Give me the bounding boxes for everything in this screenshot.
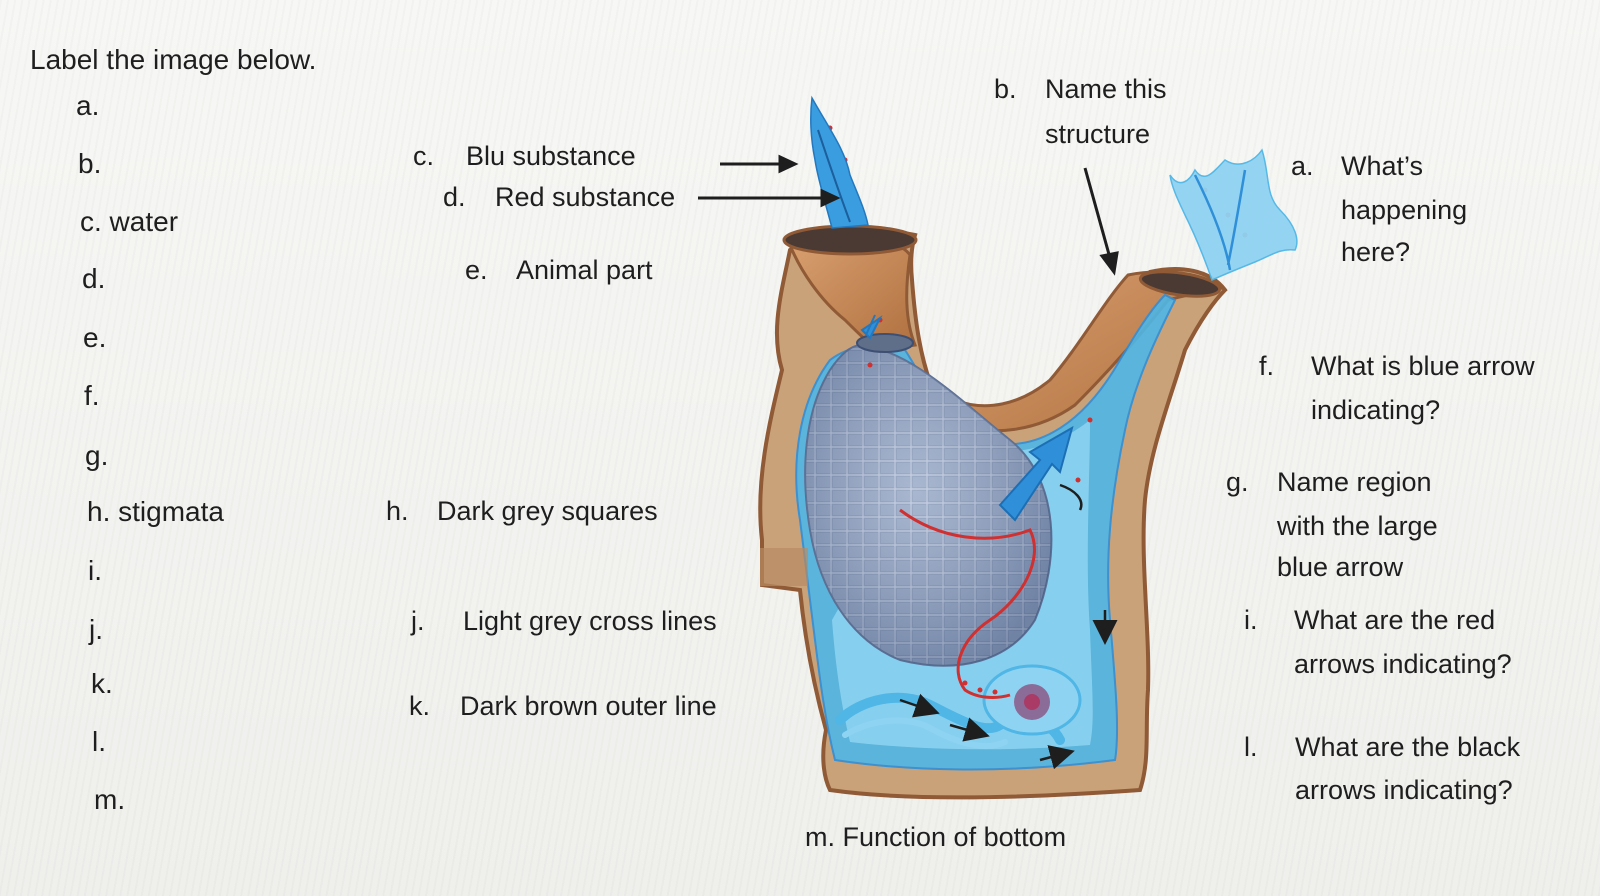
label-b-line2: structure xyxy=(1045,119,1151,149)
incoming-plume-streak xyxy=(817,129,851,223)
label-l-line2: arrows indicating? xyxy=(1295,775,1513,805)
label-i-letter: i. xyxy=(1244,605,1258,635)
label-a-line2: happening xyxy=(1341,195,1468,225)
answer-line-g[interactable]: g. xyxy=(85,440,109,471)
answer-line-e[interactable]: e. xyxy=(83,322,107,353)
label-d-letter: d. xyxy=(443,182,466,212)
answer-line-m[interactable]: m. xyxy=(94,784,126,815)
black-flow-arrows xyxy=(899,483,1118,770)
gut-loop-inner xyxy=(842,717,1008,750)
label-j-letter: j. xyxy=(411,606,425,636)
answer-line-c[interactable]: c. water xyxy=(80,206,179,237)
label-e-text: Animal part xyxy=(516,255,653,285)
label-f-line1: What is blue arrow xyxy=(1311,351,1535,381)
oral-siphon-opening xyxy=(782,224,918,256)
label-h-letter: h. xyxy=(386,496,409,526)
label-f-letter: f. xyxy=(1259,351,1275,381)
answer-line-i[interactable]: i. xyxy=(88,555,102,586)
label-j-text: Light grey cross lines xyxy=(463,606,717,636)
label-m-text: m. Function of bottom xyxy=(805,822,1067,852)
oral-inflow-arrow xyxy=(860,314,883,340)
large-blue-arrow xyxy=(998,425,1074,522)
answer-line-d[interactable]: d. xyxy=(82,263,106,294)
label-a-letter: a. xyxy=(1291,151,1314,181)
label-e-letter: e. xyxy=(465,255,488,285)
red-flow-path xyxy=(899,508,1036,699)
label-k-text: Dark brown outer line xyxy=(460,691,717,721)
label-b-letter: b. xyxy=(994,74,1017,104)
worksheet-title: Label the image below. xyxy=(30,44,317,75)
label-c-letter: c. xyxy=(413,141,435,171)
answer-line-j[interactable]: j. xyxy=(89,614,103,645)
label-a-line3: here? xyxy=(1341,237,1411,267)
label-pointer-lines xyxy=(698,154,1119,276)
label-g-line3: blue arrow xyxy=(1277,552,1404,582)
answer-line-k[interactable]: k. xyxy=(91,668,113,699)
answer-line-b[interactable]: b. xyxy=(78,148,102,179)
label-d-text: Red substance xyxy=(495,182,676,212)
label-g-line1: Name region xyxy=(1277,467,1432,497)
label-i-line1: What are the red xyxy=(1294,605,1496,635)
pharynx-opening xyxy=(856,333,914,353)
incoming-water-plume xyxy=(810,95,869,229)
pharynx-shading xyxy=(805,345,1052,666)
label-k-letter: k. xyxy=(409,691,431,721)
label-f-line2: indicating? xyxy=(1311,395,1441,425)
gonad-core xyxy=(1024,694,1040,710)
label-l-letter: l. xyxy=(1244,732,1258,762)
outgoing-plume-streaks xyxy=(1193,169,1247,271)
label-l-line1: What are the black xyxy=(1295,732,1521,762)
answer-line-l[interactable]: l. xyxy=(92,726,106,757)
label-b-line1: Name this xyxy=(1045,74,1167,104)
label-c-text: Blu substance xyxy=(466,141,636,171)
label-g-line2: with the large xyxy=(1277,511,1438,541)
label-h-text: Dark grey squares xyxy=(437,496,658,526)
answer-line-f[interactable]: f. xyxy=(84,380,100,411)
outgoing-water-plume xyxy=(1169,148,1298,282)
atrial-siphon-opening xyxy=(1138,270,1222,298)
label-a-line1: What’s xyxy=(1341,151,1424,181)
label-g-letter: g. xyxy=(1226,467,1249,497)
answer-line-a[interactable]: a. xyxy=(76,90,100,121)
tunic-cut-edge xyxy=(760,548,808,586)
label-i-line2: arrows indicating? xyxy=(1294,649,1512,679)
answer-line-h[interactable]: h. stigmata xyxy=(87,496,224,527)
